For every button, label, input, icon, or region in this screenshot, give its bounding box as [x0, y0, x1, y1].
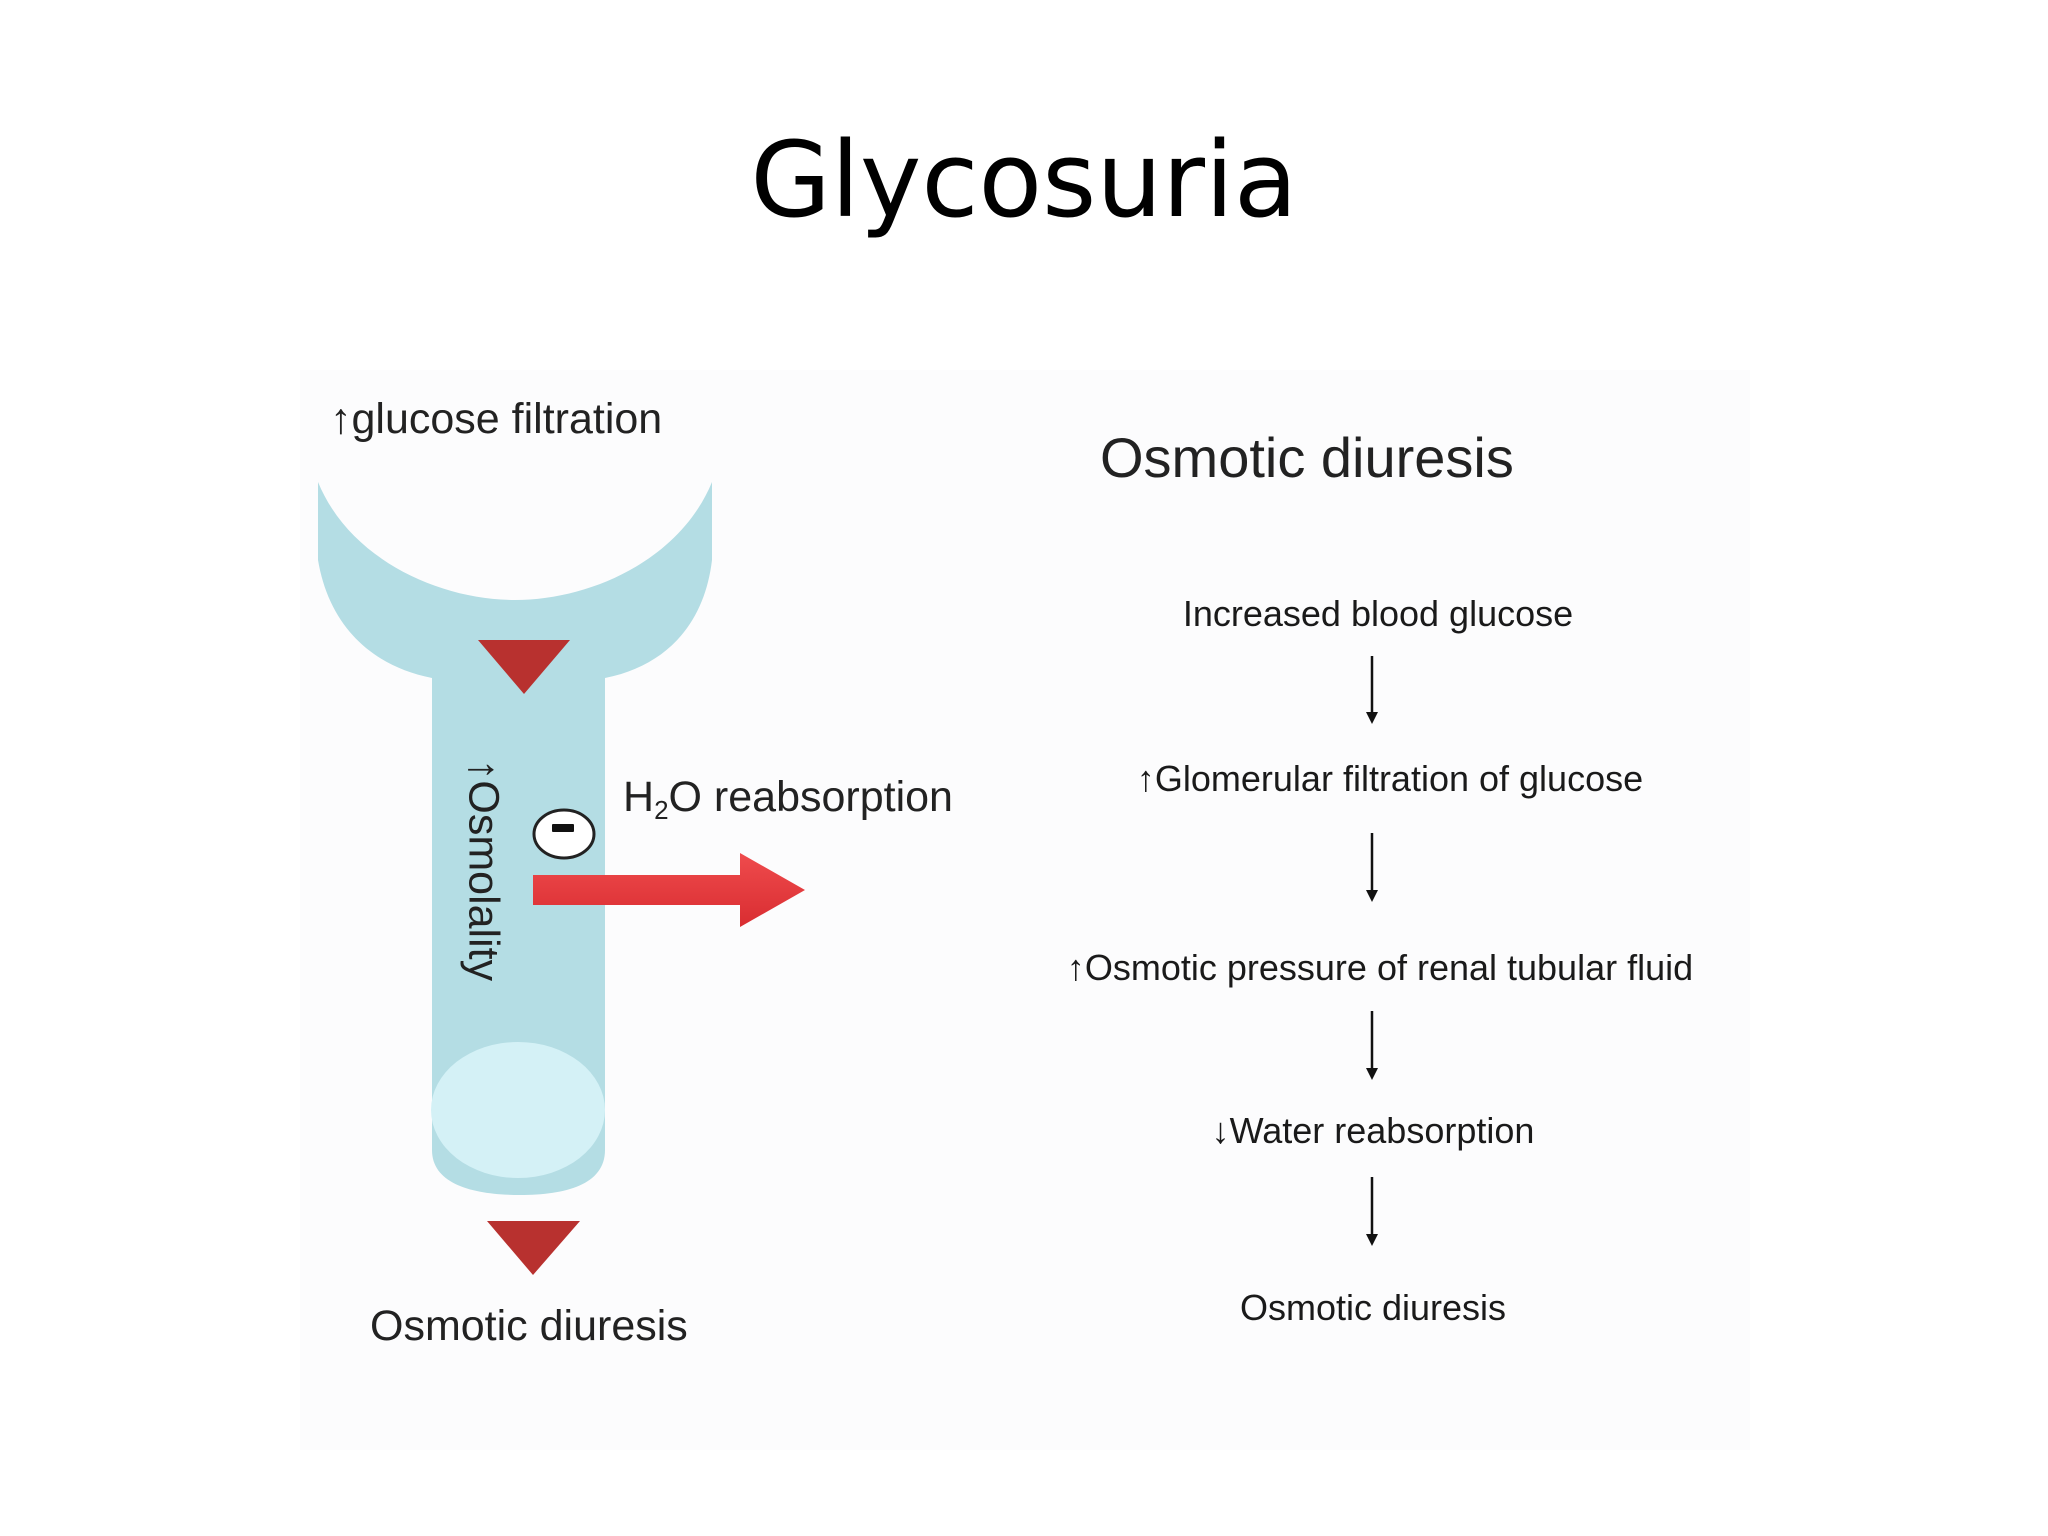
flow-step-2: ↑Glomerular filtration of glucose	[1136, 758, 1644, 799]
h2o-h: H	[623, 773, 655, 821]
h2o-reabsorption-arrow	[533, 853, 805, 927]
glucose-filtration-label: ↑glucose filtration	[330, 395, 663, 443]
tubule-end-ellipse	[431, 1042, 605, 1178]
renal-tubule-shape	[318, 482, 712, 1195]
h2o-reabsorption-label: H2O reabsorption	[623, 773, 953, 826]
flow-down-triangle-top	[478, 640, 570, 694]
h2o-tail: O reabsorption	[668, 773, 953, 821]
inhibition-minus-icon	[552, 824, 574, 832]
left-osmotic-diuresis-label: Osmotic diuresis	[370, 1302, 688, 1350]
inhibition-circle	[532, 808, 596, 860]
flow-step-1: Increased blood glucose	[1182, 593, 1574, 634]
slide-title: Glycosuria	[750, 119, 1298, 241]
flow-step-3: ↑Osmotic pressure of renal tubular fluid	[1066, 947, 1694, 988]
flow-step-4: ↓Water reabsorption	[1211, 1110, 1535, 1151]
flow-down-triangle-bottom	[487, 1221, 580, 1275]
flow-step-5: Osmotic diuresis	[1239, 1287, 1507, 1328]
h2o-sub: 2	[654, 795, 669, 825]
right-panel-heading: Osmotic diuresis	[1100, 426, 1514, 489]
flow-arrows	[1366, 656, 1378, 1246]
osmolality-label: ↑Osmolality	[459, 758, 508, 982]
